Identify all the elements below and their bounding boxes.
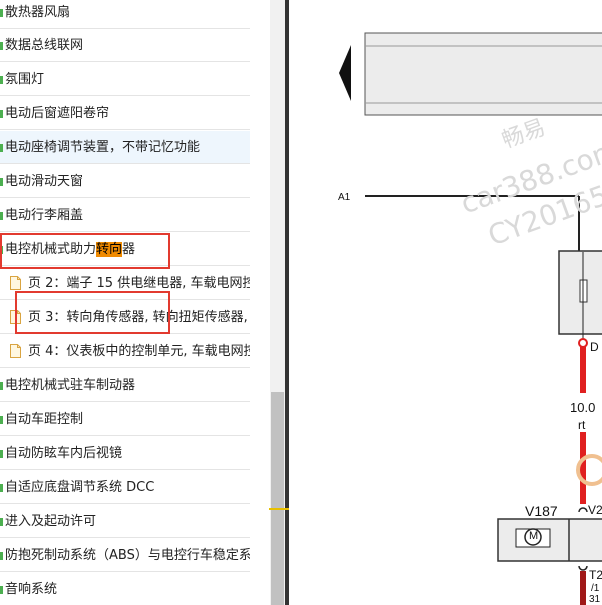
tree-item-power-seat[interactable]: 电动座椅调节装置，不带记忆功能 xyxy=(0,131,250,164)
motor-icon xyxy=(524,528,542,546)
search-highlight: 转向 xyxy=(96,242,123,257)
tree-item-label: 电动后窗遮阳卷帘 xyxy=(5,106,110,121)
tree-bullet xyxy=(0,9,3,17)
tree-item-label: 电动座椅调节装置，不带记忆功能 xyxy=(5,140,201,155)
tree-scrollbar-thumb[interactable] xyxy=(271,392,284,605)
tree-item-label: 散热器风扇 xyxy=(5,5,71,20)
tree-item-power-trunk[interactable]: 电动行李厢盖 xyxy=(0,199,250,232)
tree-item-auto-dimming-mirror[interactable]: 自动防眩车内后视镜 xyxy=(0,437,250,470)
tree-bullet xyxy=(0,42,3,50)
wire-red-upper xyxy=(580,347,586,393)
tree-item-ambient-light[interactable]: 氛围灯 xyxy=(0,63,250,96)
pin-v2-label: V2 xyxy=(588,503,602,517)
tree-item-label: 自适应底盘调节系统 DCC xyxy=(5,480,155,495)
tree-item-keyless-entry[interactable]: 进入及起动许可 xyxy=(0,505,250,538)
tree-bullet xyxy=(0,484,3,492)
motor-symbol-label: M xyxy=(529,530,539,542)
pin-sub2-label: 31 xyxy=(589,594,601,605)
tree-item-label: 电动滑动天窗 xyxy=(5,174,84,189)
tree-item-radiator-fan[interactable]: 散热器风扇 xyxy=(0,0,250,29)
wire-color-label: rt xyxy=(578,418,586,432)
tree-item-label: 音响系统 xyxy=(5,582,58,597)
diagram-canvas xyxy=(339,32,602,605)
component-v187 xyxy=(497,518,602,562)
tree-item-label: 进入及起动许可 xyxy=(5,514,97,529)
tree-item-data-bus[interactable]: 数据总线联网 xyxy=(0,29,250,62)
tree-item-electric-parking-brake[interactable]: 电控机械式驻车制动器 xyxy=(0,369,250,402)
document-page-icon xyxy=(10,344,21,358)
tree-bullet xyxy=(0,76,3,84)
document-page-icon xyxy=(10,276,21,290)
tree-bullet xyxy=(0,450,3,458)
tree-item-label: 防抱死制动系统（ABS）与电控行车稳定系统 xyxy=(5,548,250,563)
panel-divider[interactable] xyxy=(285,0,289,605)
tree-item-abs-esp[interactable]: 防抱死制动系统（ABS）与电控行车稳定系统 xyxy=(0,539,250,572)
tree-item-dcc[interactable]: 自适应底盘调节系统 DCC xyxy=(0,471,250,504)
wire-size-label: 10.0 xyxy=(570,400,596,415)
tree-bullet xyxy=(0,144,3,152)
wire-dark-red xyxy=(580,571,586,605)
pin-sub-label: /1 xyxy=(591,583,600,594)
annotation-box-page-3 xyxy=(15,291,170,334)
tree-bullet xyxy=(0,110,3,118)
pin-t2-label: T2 xyxy=(589,568,602,582)
nav-arrow-icon[interactable] xyxy=(339,45,351,101)
tree-bullet xyxy=(0,586,3,594)
tree-item-label: 页 2：端子 15 供电继电器, 车载电网控制单 xyxy=(28,276,250,291)
tree-bullet xyxy=(0,212,3,220)
tree-bullet xyxy=(0,518,3,526)
label-d: D xyxy=(590,340,599,354)
tree-item-label: 页 3：转向角传感器, 转向扭矩传感器, 转向 xyxy=(28,310,250,325)
tree-item-label: 电控机械式驻车制动器 xyxy=(5,378,136,393)
tree-item-label: 电动行李厢盖 xyxy=(5,208,84,223)
tree-bullet xyxy=(0,178,3,186)
tree-item-adaptive-cruise[interactable]: 自动车距控制 xyxy=(0,403,250,436)
tree-item-label: 自动防眩车内后视镜 xyxy=(5,446,123,461)
tree-item-label: 电控机械式助力转向器 xyxy=(5,242,136,257)
tree-bullet xyxy=(0,382,3,390)
label-a1: A1 xyxy=(338,192,351,203)
tree-item-label: 数据总线联网 xyxy=(5,38,84,53)
tree-item-label: 氛围灯 xyxy=(5,72,45,87)
partial-marker-icon xyxy=(576,454,602,486)
wire-red-lower xyxy=(580,432,586,504)
header-bar xyxy=(364,32,602,116)
splitter-marker xyxy=(269,508,289,510)
connector-d xyxy=(578,338,588,348)
tree-item-rear-sunblind[interactable]: 电动后窗遮阳卷帘 xyxy=(0,97,250,130)
tree-item-label: 自动车距控制 xyxy=(5,412,84,427)
tree-bullet xyxy=(0,552,3,560)
tree-subitem-page-2[interactable]: 页 2：端子 15 供电继电器, 车载电网控制单 xyxy=(0,267,250,300)
document-tree: 散热器风扇 数据总线联网 氛围灯 电动后窗遮阳卷帘 电动座椅调节装置，不带记忆功… xyxy=(0,0,270,605)
tree-subitem-page-4[interactable]: 页 4：仪表板中的控制单元, 车载电网控制单 xyxy=(0,335,250,368)
component-name-label: V187 xyxy=(525,503,558,519)
tree-item-sunroof[interactable]: 电动滑动天窗 xyxy=(0,165,250,198)
tree-item-label: 页 4：仪表板中的控制单元, 车载电网控制单 xyxy=(28,344,250,359)
annotation-box-steering xyxy=(0,233,170,269)
wiring-diagram: 畅易 car388.com CY201657 A1 D 10.0 rt V187… xyxy=(289,0,602,605)
tree-bullet xyxy=(0,416,3,424)
tree-item-audio-system[interactable]: 音响系统 xyxy=(0,573,250,605)
